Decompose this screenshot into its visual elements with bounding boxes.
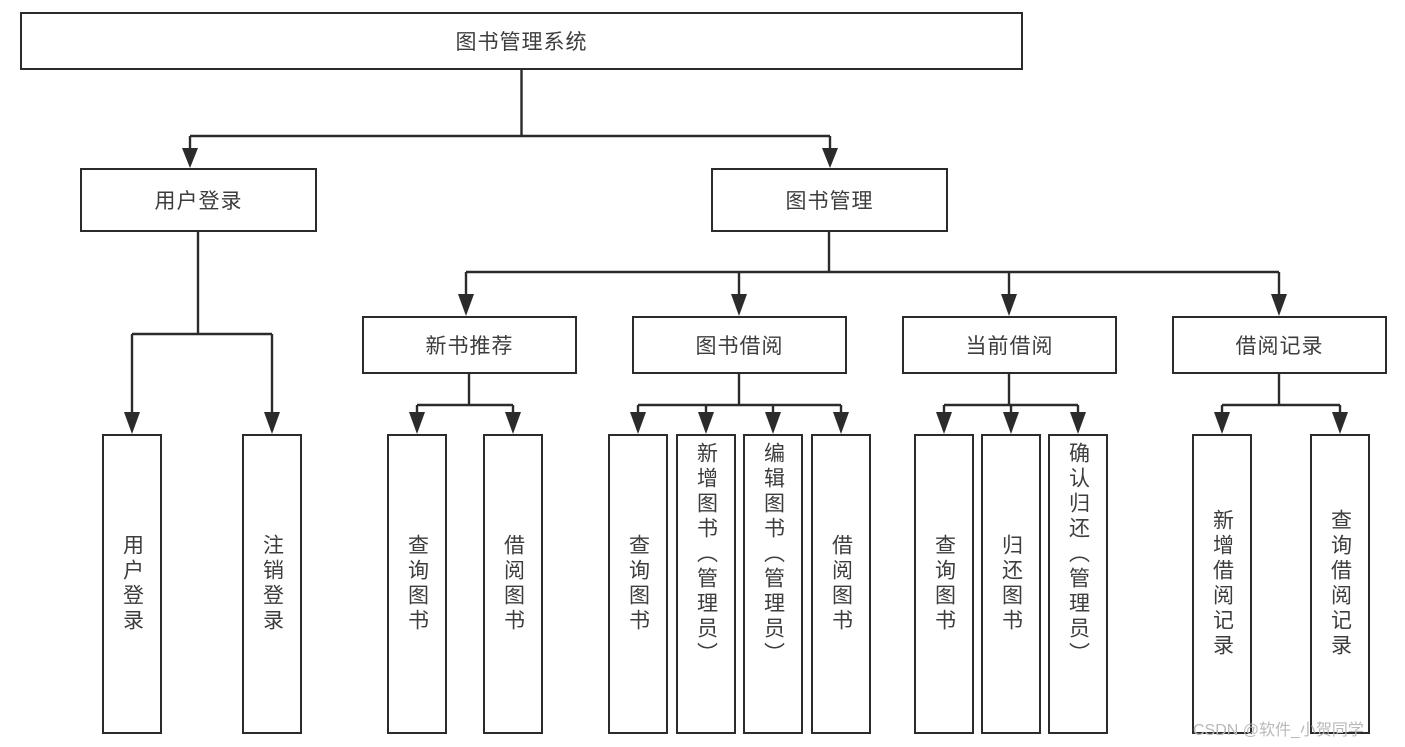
arrow-book-borrow-leaf-2 <box>698 412 714 434</box>
node-label: 当前借阅 <box>965 335 1054 358</box>
arrow-book-borrow-leaf-1 <box>630 412 646 434</box>
arrow-to-borrow-record <box>1271 294 1287 316</box>
arrow-new-book-leaf-1 <box>409 412 425 434</box>
connector-user-login-to-leaves <box>130 232 274 418</box>
leaf-label: 注销登录 <box>260 534 284 634</box>
node-label: 图书借阅 <box>695 335 784 358</box>
connector-book-borrow-to-leaves <box>636 374 843 418</box>
node-label: 图书管理系统 <box>455 31 588 54</box>
leaf-label: 查询图书 <box>932 534 956 634</box>
leaf-user-login-logout[interactable]: 注销登录 <box>242 434 302 734</box>
leaf-label: 查询借阅记录 <box>1328 509 1352 659</box>
arrow-to-user-login <box>182 148 198 168</box>
arrow-to-book-mgmt <box>822 148 838 168</box>
arrow-new-book-leaf-2 <box>505 412 521 434</box>
arrow-to-logout-leaf <box>264 412 280 434</box>
node-root-system[interactable]: 图书管理系统 <box>20 12 1023 70</box>
arrow-book-borrow-leaf-4 <box>833 412 849 434</box>
leaf-label: 新增借阅记录 <box>1210 509 1234 659</box>
arrow-current-borrow-leaf-1 <box>936 412 952 434</box>
leaf-book-borrow-edit-book[interactable]: 编辑图书（管理员） <box>743 434 803 734</box>
arrow-to-book-borrow <box>731 294 747 316</box>
leaf-current-borrow-query-book[interactable]: 查询图书 <box>914 434 974 734</box>
leaf-book-borrow-query-book[interactable]: 查询图书 <box>608 434 668 734</box>
leaf-label: 用户登录 <box>120 534 144 634</box>
leaf-label: 编辑图书（管理员） <box>761 442 785 667</box>
node-label: 新书推荐 <box>425 335 514 358</box>
leaf-label: 归还图书 <box>999 534 1023 634</box>
arrow-to-user-login-leaf <box>124 412 140 434</box>
node-user-login[interactable]: 用户登录 <box>80 168 317 232</box>
arrow-current-borrow-leaf-2 <box>1003 412 1019 434</box>
node-borrow-record[interactable]: 借阅记录 <box>1172 316 1387 374</box>
leaf-user-login-login[interactable]: 用户登录 <box>102 434 162 734</box>
leaf-borrow-record-query-record[interactable]: 查询借阅记录 <box>1310 434 1370 734</box>
leaf-current-borrow-return-book[interactable]: 归还图书 <box>981 434 1041 734</box>
arrow-to-current-borrow <box>1001 294 1017 316</box>
leaf-new-book-query-book[interactable]: 查询图书 <box>387 434 447 734</box>
leaf-label: 借阅图书 <box>501 534 525 634</box>
leaf-borrow-record-add-record[interactable]: 新增借阅记录 <box>1192 434 1252 734</box>
connector-borrow-record-to-leaves <box>1220 374 1342 418</box>
arrow-current-borrow-leaf-3 <box>1070 412 1086 434</box>
arrow-borrow-record-leaf-1 <box>1214 412 1230 434</box>
leaf-new-book-borrow-book[interactable]: 借阅图书 <box>483 434 543 734</box>
node-book-management[interactable]: 图书管理 <box>711 168 948 232</box>
arrow-to-new-book <box>458 294 474 316</box>
connector-root-to-level2 <box>188 70 832 158</box>
leaf-book-borrow-borrow-book[interactable]: 借阅图书 <box>811 434 871 734</box>
leaf-current-borrow-confirm-return[interactable]: 确认归还（管理员） <box>1048 434 1108 734</box>
leaf-label: 确认归还（管理员） <box>1066 442 1090 667</box>
node-current-borrow[interactable]: 当前借阅 <box>902 316 1117 374</box>
node-label: 用户登录 <box>154 190 243 213</box>
connector-book-mgmt-to-level3 <box>464 232 1281 300</box>
arrow-borrow-record-leaf-2 <box>1332 412 1348 434</box>
connector-current-borrow-to-leaves <box>942 374 1080 418</box>
arrow-book-borrow-leaf-3 <box>765 412 781 434</box>
leaf-label: 新增图书（管理员） <box>694 442 718 667</box>
node-new-book-recommend[interactable]: 新书推荐 <box>362 316 577 374</box>
leaf-label: 借阅图书 <box>829 534 853 634</box>
leaf-book-borrow-add-book[interactable]: 新增图书（管理员） <box>676 434 736 734</box>
leaf-label: 查询图书 <box>405 534 429 634</box>
node-label: 图书管理 <box>785 190 874 213</box>
node-book-borrow[interactable]: 图书借阅 <box>632 316 847 374</box>
node-label: 借阅记录 <box>1235 335 1324 358</box>
leaf-label: 查询图书 <box>626 534 650 634</box>
connector-new-book-to-leaves <box>415 374 515 418</box>
